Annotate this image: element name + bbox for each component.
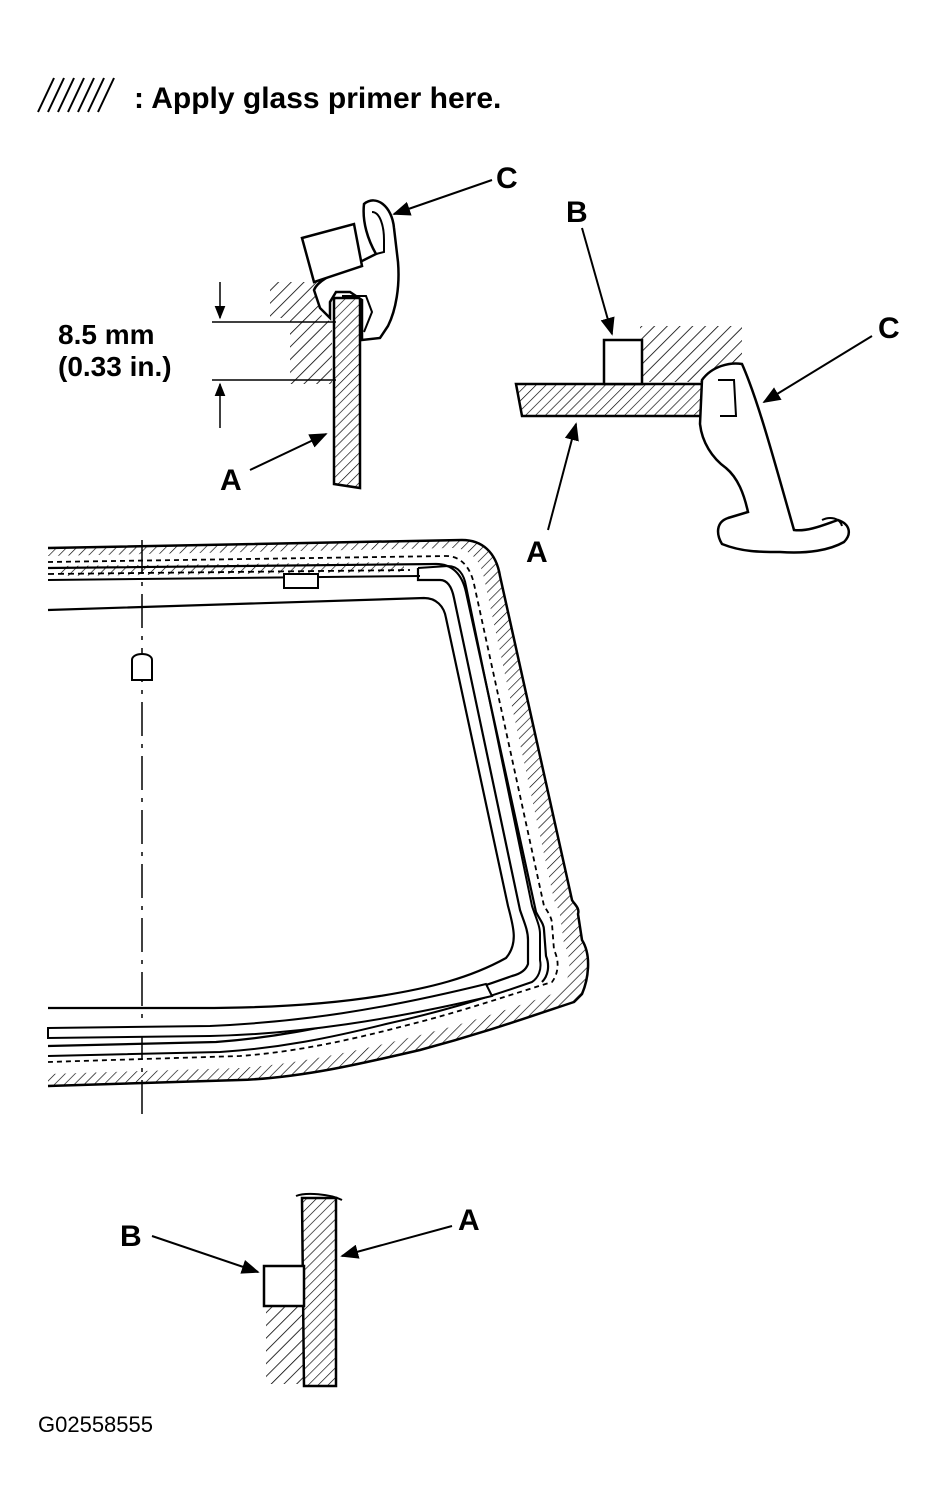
detail-top: 8.5 mm (0.33 in.) C A [58,162,518,497]
glass-right-section [514,382,724,418]
spacer-top [300,222,364,284]
spacer-main-top [283,573,319,589]
primer-area-top [270,282,332,384]
spacer-right [602,338,644,386]
primer-area-bottom [266,1306,304,1384]
spacer-main-bottom [47,982,494,1040]
detail-bottom: B A [120,1192,480,1388]
dimension-in: (0.33 in.) [58,351,172,382]
glass-bottom-section [300,1196,338,1388]
callout-a-top: A [220,464,242,497]
detail-right: B C A [514,196,900,569]
legend: : Apply glass primer here. [37,77,501,115]
glass-opening [47,596,515,1010]
figure-code: G02558555 [38,1412,153,1437]
legend-hatch-swatch [37,77,115,113]
windshield-main-view [47,538,590,1120]
spacer-bottom [262,1264,306,1308]
callout-c-right: C [878,312,900,345]
callout-c-top: C [496,162,518,195]
callout-b-bottom: B [120,1220,142,1253]
molding-right [698,362,851,554]
dimension-mm: 8.5 mm [58,319,155,350]
callout-a-bottom: A [458,1204,480,1237]
callout-a-right: A [526,536,548,569]
molding-top [312,199,400,342]
mirror-mount [131,653,153,681]
callout-b-right: B [566,196,588,229]
legend-text: : Apply glass primer here. [134,82,501,115]
glass-top-section [332,296,362,490]
